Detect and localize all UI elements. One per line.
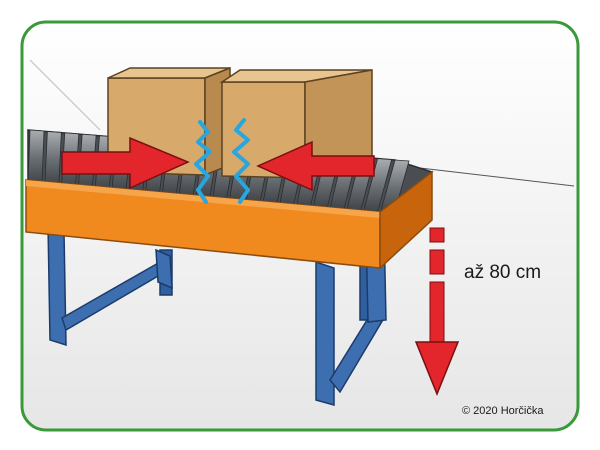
impact-spark-icon [194,120,212,204]
height-label: až 80 cm [464,262,542,283]
left-arrow-icon [256,140,375,192]
roller [44,131,62,187]
right-arrow-icon [61,136,190,190]
floor-line [419,167,575,187]
wall-corner-line [29,59,101,131]
down-arrow-icon [414,227,460,397]
roller [27,129,45,186]
cardboard-box-right [219,69,373,179]
impact-spark-icon [232,118,250,204]
copyright-notice: © 2020 Horčička [462,405,544,417]
